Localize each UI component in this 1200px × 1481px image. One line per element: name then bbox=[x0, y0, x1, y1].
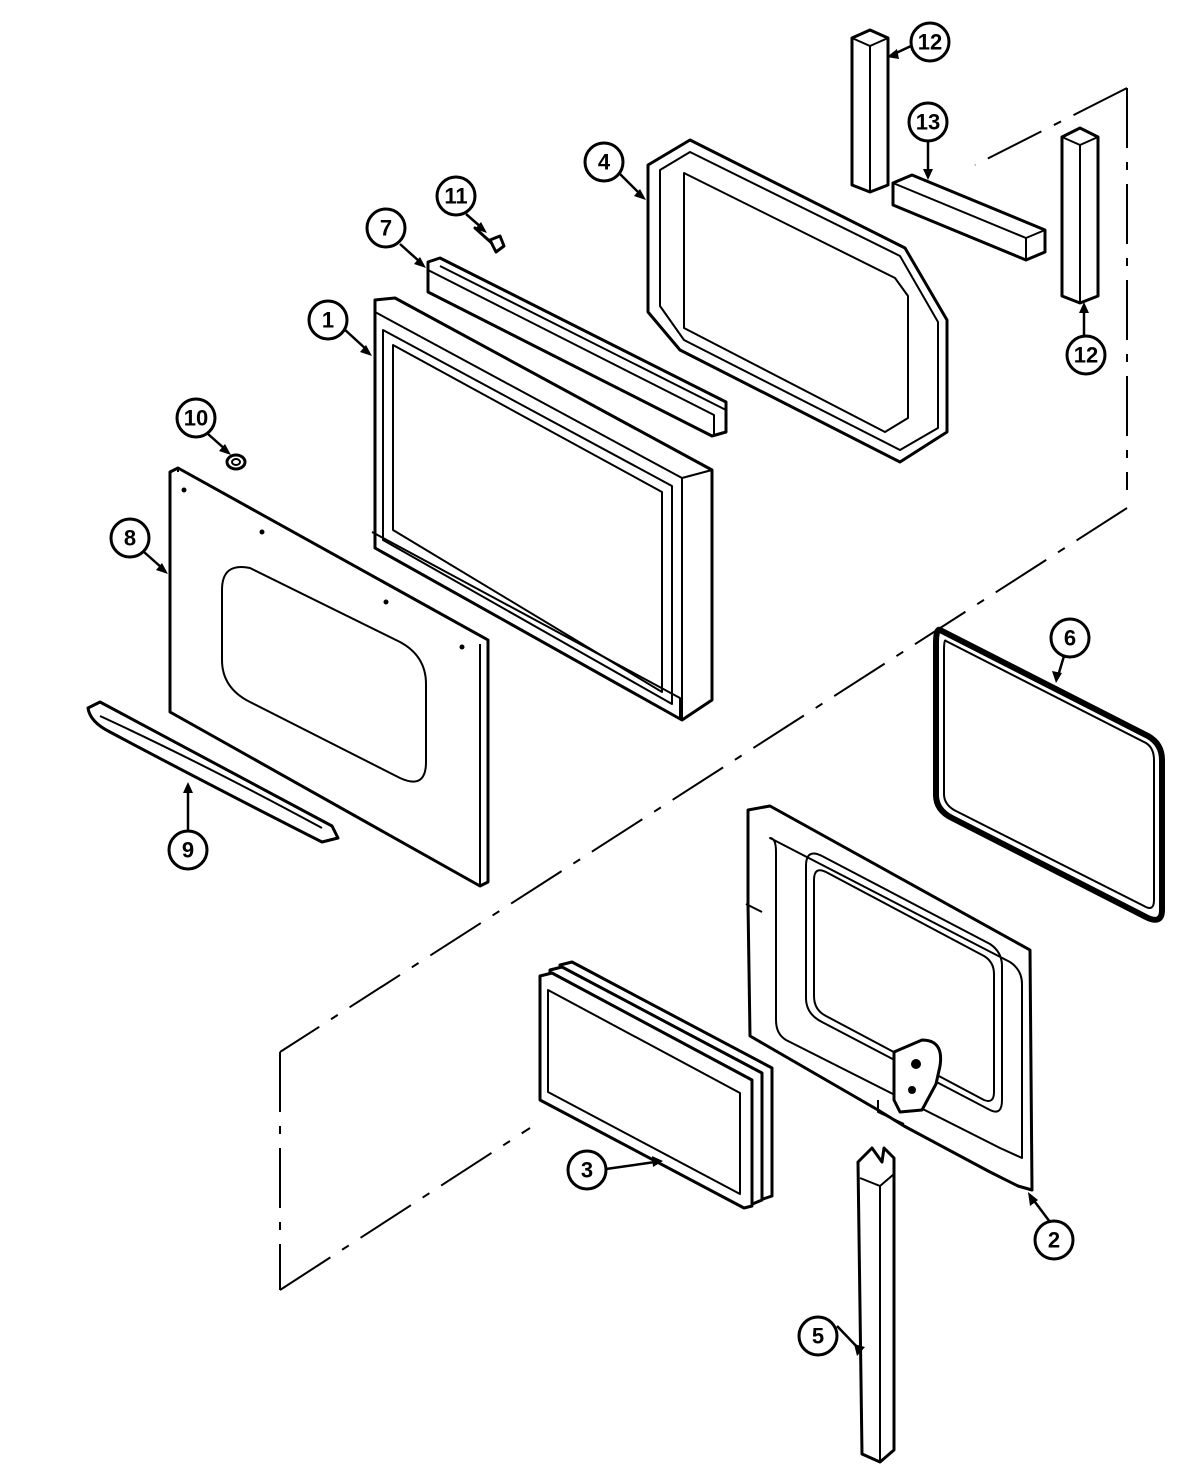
callout-2-label: 2 bbox=[1048, 1228, 1060, 1253]
callout-10-label: 10 bbox=[184, 406, 208, 431]
callout-1-label: 1 bbox=[322, 308, 334, 333]
part-12-spacer-left bbox=[850, 28, 890, 194]
callout-5-label: 5 bbox=[812, 1324, 824, 1349]
callout-5: 5 bbox=[797, 1315, 865, 1357]
callout-4: 4 bbox=[583, 141, 646, 200]
part-10-nut bbox=[225, 453, 247, 471]
callout-8-label: 8 bbox=[124, 526, 136, 551]
callout-13-label: 13 bbox=[916, 110, 940, 135]
callout-7: 7 bbox=[365, 207, 426, 268]
callout-1: 1 bbox=[307, 299, 372, 356]
callout-9: 9 bbox=[167, 782, 209, 871]
callout-3: 3 bbox=[566, 1149, 663, 1191]
callout-12-bottom: 12 bbox=[1065, 302, 1107, 376]
callout-12-top: 12 bbox=[887, 21, 951, 63]
part-12-spacer-right bbox=[1060, 126, 1100, 305]
projection-outline bbox=[279, 87, 1128, 1291]
part-5-hinge bbox=[856, 1038, 943, 1464]
callout-10: 10 bbox=[175, 397, 231, 455]
part-6-gasket bbox=[933, 626, 1165, 923]
callout-7-label: 7 bbox=[380, 216, 392, 241]
part-13-spacer bbox=[891, 173, 1047, 262]
part-1-door-frame bbox=[371, 296, 714, 722]
part-7-channel bbox=[426, 256, 728, 438]
part-11-screw bbox=[473, 226, 506, 254]
callout-11-label: 11 bbox=[444, 184, 467, 209]
part-3-glass-pack bbox=[538, 960, 774, 1210]
callout-11: 11 bbox=[435, 175, 487, 233]
callout-13: 13 bbox=[907, 101, 949, 180]
callout-12-bottom-label: 12 bbox=[1074, 343, 1098, 368]
callout-3-label: 3 bbox=[581, 1158, 593, 1183]
callout-8: 8 bbox=[109, 517, 168, 574]
part-4-frame bbox=[646, 138, 949, 464]
callout-2: 2 bbox=[1028, 1192, 1075, 1261]
callout-9-label: 9 bbox=[182, 838, 194, 863]
part-9-handle bbox=[86, 700, 340, 844]
part-8-outer-panel bbox=[168, 466, 490, 888]
part-2-liner bbox=[745, 804, 1034, 1192]
callout-6-label: 6 bbox=[1064, 626, 1076, 651]
callout-4-label: 4 bbox=[598, 150, 611, 175]
callout-6: 6 bbox=[1049, 617, 1091, 683]
callout-12-top-label: 12 bbox=[918, 30, 942, 55]
